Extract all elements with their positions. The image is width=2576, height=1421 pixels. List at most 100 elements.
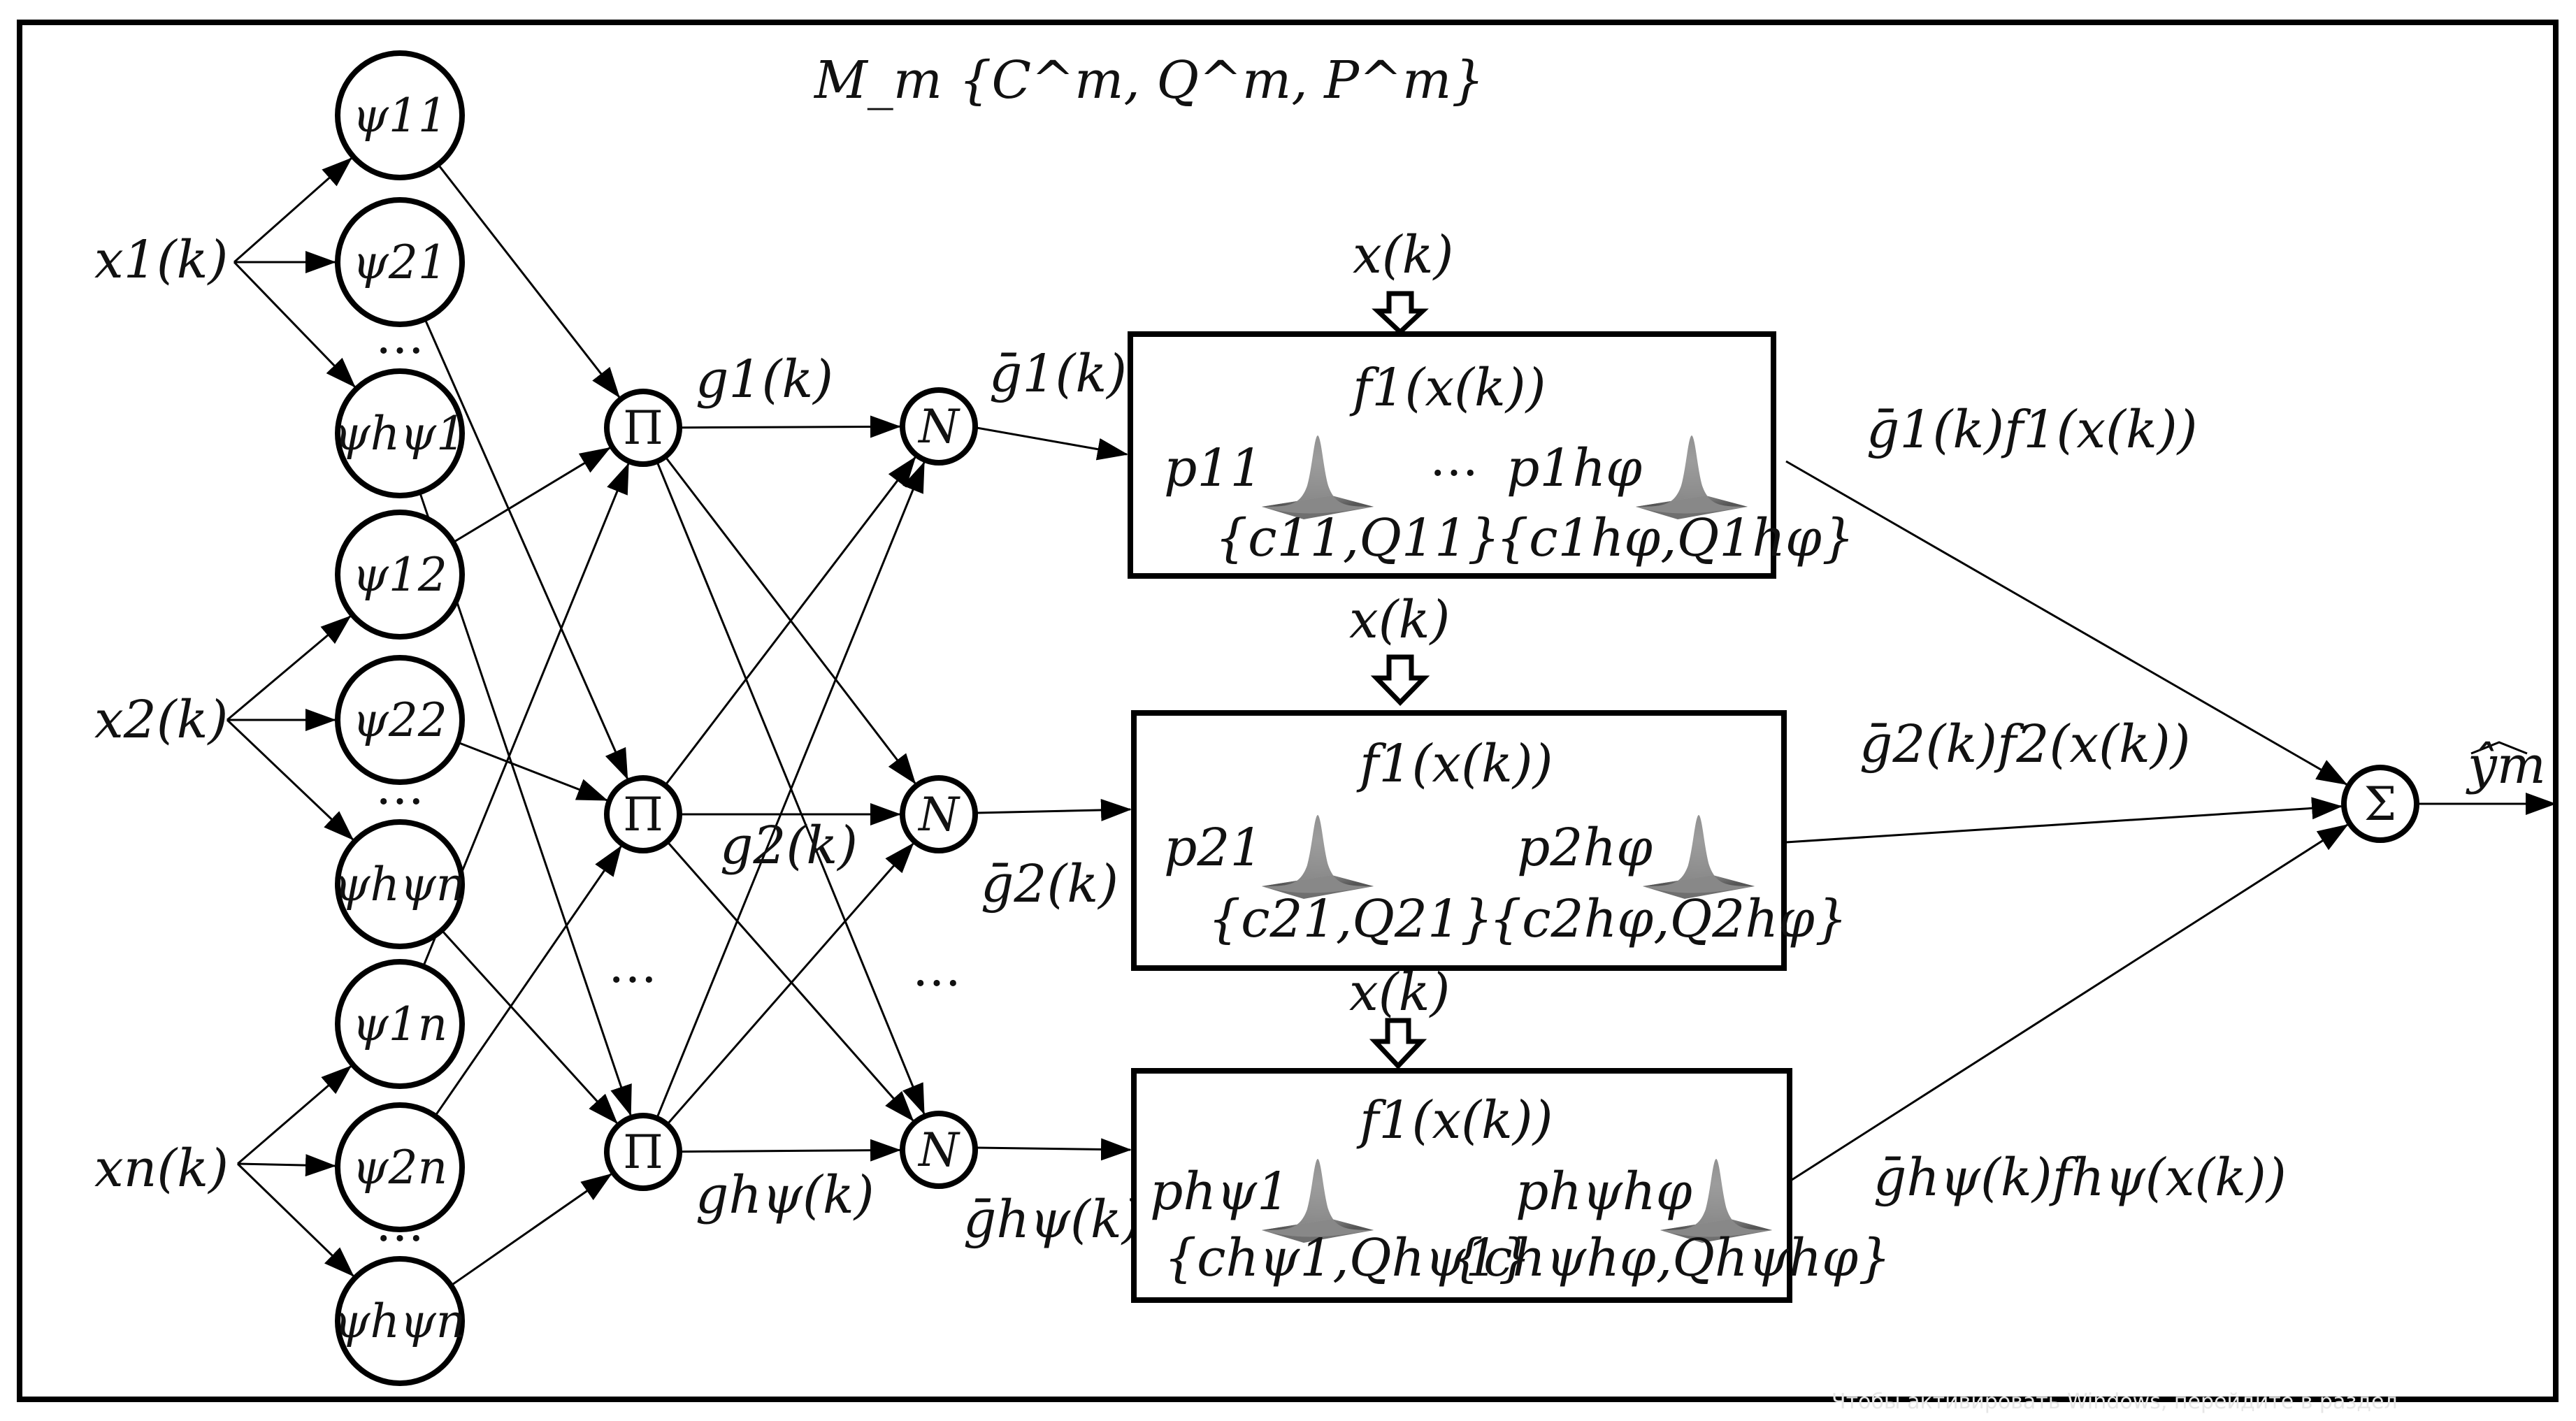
rule-activation-2: g2(k) — [720, 816, 858, 876]
edge — [976, 426, 1128, 461]
membership-node: ψ12 — [335, 510, 465, 640]
ellipsis: … — [912, 940, 961, 997]
membership-node: ψhψn — [334, 819, 466, 949]
edge — [233, 261, 356, 388]
input-xn-label: xn(k) — [94, 1139, 229, 1199]
box-function-label: f1(x(k)) — [1349, 358, 1546, 418]
membership-node: ψ22 — [335, 655, 465, 785]
product-node: Π — [604, 389, 682, 467]
box-input-label: x(k) — [1353, 225, 1453, 285]
param-first: p11 — [1164, 438, 1263, 498]
hollow-down-arrow-icon — [1370, 654, 1430, 707]
svg-text:Σ: Σ — [2364, 777, 2397, 831]
normalization-layer: N N N — [900, 387, 978, 1189]
edge — [459, 742, 608, 802]
box-input-label: x(k) — [1349, 962, 1450, 1023]
ellipsis: … — [608, 937, 657, 994]
edge — [976, 798, 1132, 821]
edge — [451, 1173, 612, 1286]
svg-text:ψhψ1: ψhψ1 — [334, 407, 466, 461]
product-node: Π — [604, 1113, 682, 1191]
svg-text:ψ1n: ψ1n — [352, 997, 447, 1051]
model-output-label: ŷm — [2466, 735, 2546, 795]
edge — [1785, 797, 2343, 844]
input-x2-label: x2(k) — [94, 690, 228, 750]
product-layer: Π Π Π — [604, 389, 682, 1191]
svg-text:ψhψn: ψhψn — [334, 1294, 466, 1348]
edge — [680, 1139, 902, 1162]
edge — [237, 1154, 337, 1177]
ellipsis: … — [1430, 430, 1478, 487]
norm-node: N — [900, 1111, 978, 1189]
set-last: {c1hφ,Q1hφ} — [1496, 508, 1855, 568]
edge — [226, 719, 354, 841]
rule-activation-h: ghψ(k) — [696, 1165, 875, 1225]
param-first: phψ1 — [1150, 1162, 1290, 1222]
ellipsis: … — [375, 758, 424, 816]
normalized-activation-h: ḡhψ(k) — [963, 1190, 1142, 1250]
edge — [226, 615, 352, 721]
hollow-down-arrow-icon — [1372, 291, 1429, 336]
ellipsis: … — [375, 1195, 424, 1253]
edge — [1785, 460, 2348, 786]
edge — [665, 456, 916, 785]
param-last: p1hφ — [1506, 438, 1642, 498]
normalized-activation-1: ḡ1(k) — [989, 344, 1127, 404]
svg-text:N: N — [917, 1123, 960, 1177]
membership-layer: ψ11 ψ21 ψhψ1 ψ12 ψ22 ψhψn ψ1n ψ2n ψhψn — [334, 50, 466, 1386]
edge — [454, 447, 611, 543]
box-inputs: x(k) x(k) x(k) — [1349, 225, 1453, 1070]
svg-text:N: N — [917, 400, 960, 454]
membership-node: ψ2n — [335, 1102, 465, 1232]
edge — [424, 319, 628, 780]
svg-text:ψ21: ψ21 — [352, 236, 447, 289]
svg-text:ψ22: ψ22 — [352, 693, 447, 747]
edge — [680, 415, 902, 438]
box-function-label: f1(x(k)) — [1356, 734, 1553, 794]
norm-node: N — [900, 387, 978, 466]
set-last: {chψhφ,Qhψhφ} — [1451, 1228, 1891, 1288]
svg-text:Π: Π — [623, 401, 663, 455]
box-input-label: x(k) — [1349, 590, 1450, 650]
svg-text:ψ11: ψ11 — [352, 89, 447, 143]
svg-text:ψhψn: ψhψn — [334, 858, 466, 911]
set-first: {c21,Q21} — [1208, 889, 1493, 949]
svg-text:ψ2n: ψ2n — [352, 1141, 447, 1195]
input-labels: x1(k) x2(k) xn(k) — [94, 230, 229, 1199]
normalized-activation-2: ḡ2(k) — [981, 854, 1118, 914]
outer-frame — [17, 20, 2559, 1402]
svg-text:Π: Π — [623, 788, 663, 842]
edge — [656, 461, 926, 1118]
product-node: Π — [604, 775, 682, 853]
edge — [236, 1162, 354, 1277]
membership-node: ψhψ1 — [334, 368, 466, 498]
ellipsis: … — [375, 308, 424, 365]
membership-node: ψ1n — [335, 959, 465, 1089]
local-model-box-1: f1(x(k)) p11 … p1hφ {c11,Q11} {c1hφ,Q1hφ… — [1128, 331, 1855, 579]
svg-text:N: N — [917, 788, 960, 842]
local-model-box-2: f1(x(k)) p21 p2hφ {c21,Q21} {c2hφ,Q2hφ} — [1131, 710, 1848, 971]
edge — [667, 842, 914, 1122]
model-title: M_m {C^m, Q^m, P^m} — [813, 50, 1484, 110]
param-last: p2hφ — [1517, 818, 1653, 878]
membership-node: ψ11 — [335, 50, 465, 180]
input-x1-label: x1(k) — [94, 230, 228, 290]
edge — [442, 930, 618, 1125]
edge — [976, 1138, 1132, 1161]
edge — [435, 845, 622, 1116]
set-first: {c11,Q11} — [1215, 508, 1500, 568]
os-watermark: Чтобы активировать Windows, перейдите в … — [1832, 1390, 2398, 1414]
weighted-output-1: ḡ1(k)f1(x(k)) — [1866, 400, 2198, 460]
weighted-output-h: ḡhψ(k)fhψ(x(k)) — [1873, 1148, 2287, 1208]
hat-mark — [2470, 741, 2528, 755]
sum-node: Σ — [2341, 765, 2419, 843]
param-last: phψhφ — [1516, 1162, 1692, 1222]
edge — [237, 1065, 352, 1165]
membership-node: ψhψn — [334, 1256, 466, 1386]
rule-activation-1: g1(k) — [696, 349, 833, 410]
weighted-output-2: ḡ2(k)f2(x(k)) — [1859, 714, 2191, 774]
set-first: {chψ1,Qhψ1} — [1164, 1228, 1531, 1288]
edge — [667, 842, 914, 1125]
edge — [1789, 823, 2349, 1183]
